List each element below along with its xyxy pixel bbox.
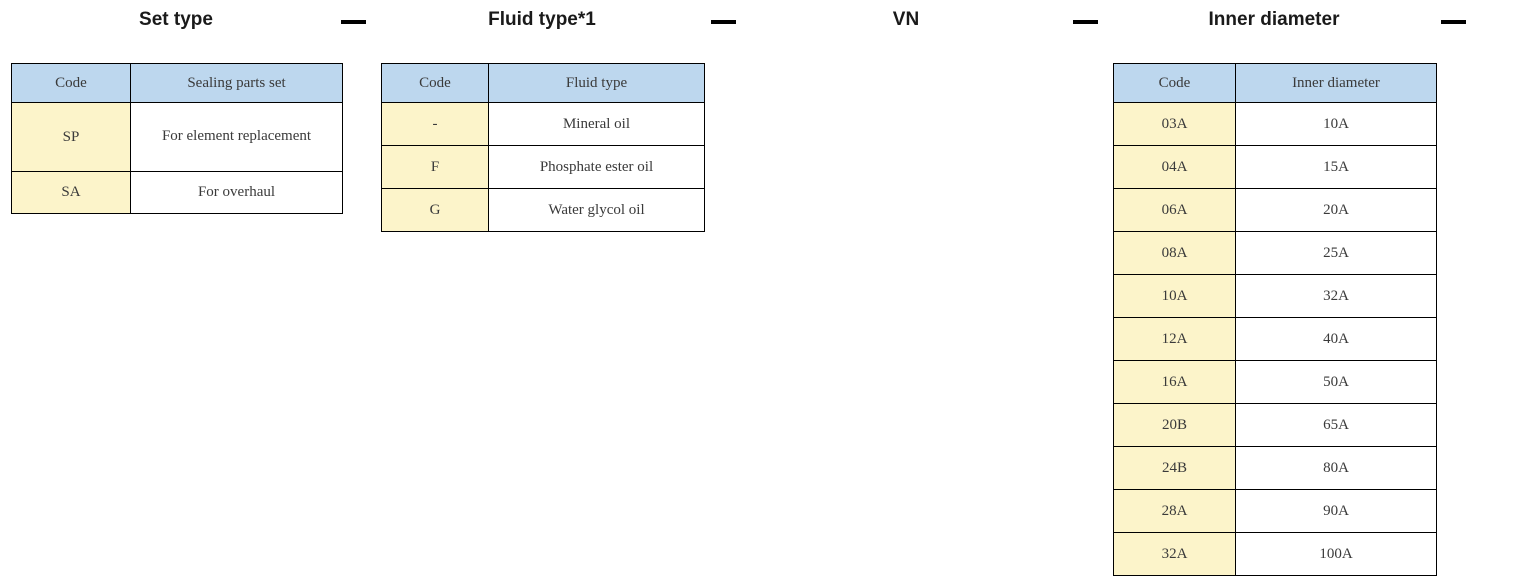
table-header-row: Code Sealing parts set [11, 63, 343, 103]
table-header-row: Code Inner diameter [1113, 63, 1437, 103]
column-header-fluid-type: Fluid type [488, 63, 705, 103]
cell-code: 03A [1113, 102, 1236, 146]
table-row[interactable]: SP For element replacement [11, 102, 343, 172]
separator-dash-1 [341, 20, 366, 24]
cell-code: SA [11, 171, 131, 214]
cell-code: 10A [1113, 274, 1236, 318]
cell-description: 15A [1235, 145, 1437, 189]
table-row[interactable]: SA For overhaul [11, 171, 343, 214]
cell-description: 80A [1235, 446, 1437, 490]
cell-code: 28A [1113, 489, 1236, 533]
cell-code: F [381, 145, 489, 189]
column-header-code: Code [1113, 63, 1236, 103]
fluid-type-table: Code Fluid type - Mineral oil F Phosphat… [381, 63, 705, 232]
table-row[interactable]: G Water glycol oil [381, 188, 705, 232]
cell-description: For element replacement [130, 102, 343, 172]
cell-description: 32A [1235, 274, 1437, 318]
group-title-set-type: Set type [139, 9, 213, 30]
group-title-fluid-type: Fluid type*1 [488, 9, 596, 30]
cell-code: 16A [1113, 360, 1236, 404]
cell-description: Mineral oil [488, 102, 705, 146]
group-title-inner-diameter: Inner diameter [1208, 9, 1340, 30]
cell-code: - [381, 102, 489, 146]
cell-description: 90A [1235, 489, 1437, 533]
cell-description: 25A [1235, 231, 1437, 275]
cell-code: 08A [1113, 231, 1236, 275]
cell-code: 06A [1113, 188, 1236, 232]
cell-description: For overhaul [130, 171, 343, 214]
cell-description: Water glycol oil [488, 188, 705, 232]
table-header-row: Code Fluid type [381, 63, 705, 103]
cell-description: 50A [1235, 360, 1437, 404]
column-header-inner-diameter: Inner diameter [1235, 63, 1437, 103]
cell-code: 04A [1113, 145, 1236, 189]
separator-dash-4 [1441, 20, 1466, 24]
cell-description: 10A [1235, 102, 1437, 146]
cell-code: 12A [1113, 317, 1236, 361]
separator-dash-2 [711, 20, 736, 24]
column-header-code: Code [381, 63, 489, 103]
cell-description: 40A [1235, 317, 1437, 361]
cell-code: G [381, 188, 489, 232]
cell-code: 20B [1113, 403, 1236, 447]
column-header-code: Code [11, 63, 131, 103]
cell-code: 32A [1113, 532, 1236, 576]
cell-description: 20A [1235, 188, 1437, 232]
table-row[interactable]: F Phosphate ester oil [381, 145, 705, 189]
set-type-table: Code Sealing parts set SP For element re… [11, 63, 343, 214]
column-header-sealing-parts-set: Sealing parts set [130, 63, 343, 103]
separator-dash-3 [1073, 20, 1098, 24]
cell-description: Phosphate ester oil [488, 145, 705, 189]
cell-code: 24B [1113, 446, 1236, 490]
table-row[interactable]: - Mineral oil [381, 102, 705, 146]
cell-description: 65A [1235, 403, 1437, 447]
cell-code: SP [11, 102, 131, 172]
group-title-vn: VN [892, 9, 920, 30]
cell-description: 100A [1235, 532, 1437, 576]
